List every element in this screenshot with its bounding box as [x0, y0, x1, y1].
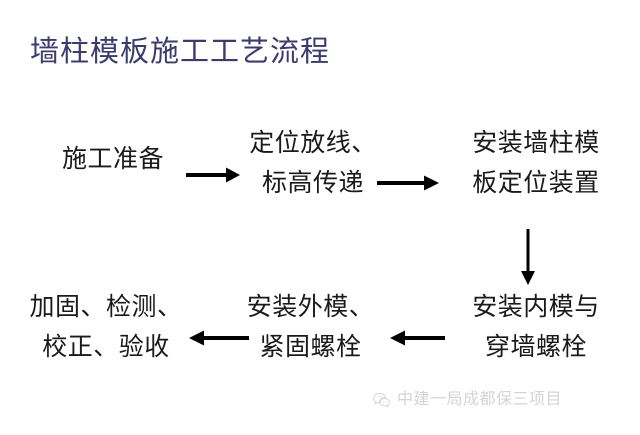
footer-watermark-text: 中建一局成都保三项目	[397, 391, 563, 408]
flow-node-layout-line2: 标高传递	[261, 170, 364, 197]
flow-node-layout: 定位放线、 标高传递	[243, 124, 383, 204]
flow-node-outer-formwork-line1: 安装外模、	[246, 294, 375, 321]
flow-node-outer-formwork: 安装外模、 紧固螺栓	[238, 288, 383, 368]
footer-watermark: 中建一局成都保三项目	[372, 390, 562, 410]
flow-node-prep-line1: 施工准备	[61, 146, 164, 173]
flow-node-install-positioning-line2: 板定位装置	[472, 170, 600, 197]
flow-node-prep: 施工准备	[38, 140, 188, 180]
flow-node-inner-formwork: 安装内模与 穿墙螺栓	[458, 288, 614, 368]
flow-connector-right-2	[377, 174, 439, 192]
wechat-icon	[372, 391, 391, 410]
flow-node-reinforce-inspect-line2: 校正、验收	[42, 334, 170, 361]
flow-connector-left-1	[390, 329, 445, 347]
flow-connector-left-2	[189, 329, 249, 347]
flow-node-install-positioning-line1: 安装墙柱模	[472, 130, 600, 157]
flow-node-install-positioning: 安装墙柱模 板定位装置	[458, 124, 614, 204]
flow-node-inner-formwork-line1: 安装内模与	[472, 294, 600, 321]
flow-connector-down	[519, 229, 537, 285]
flow-node-reinforce-inspect-line1: 加固、检测、	[29, 294, 183, 321]
flow-connector-right-1	[186, 166, 240, 184]
page-title: 墙柱模板施工工艺流程	[30, 36, 331, 68]
flow-node-outer-formwork-line2: 紧固螺栓	[259, 334, 362, 361]
flow-node-layout-line1: 定位放线、	[249, 130, 377, 157]
flow-node-reinforce-inspect: 加固、检测、 校正、验收	[18, 288, 194, 368]
flow-node-inner-formwork-line2: 穿墙螺栓	[484, 334, 587, 361]
